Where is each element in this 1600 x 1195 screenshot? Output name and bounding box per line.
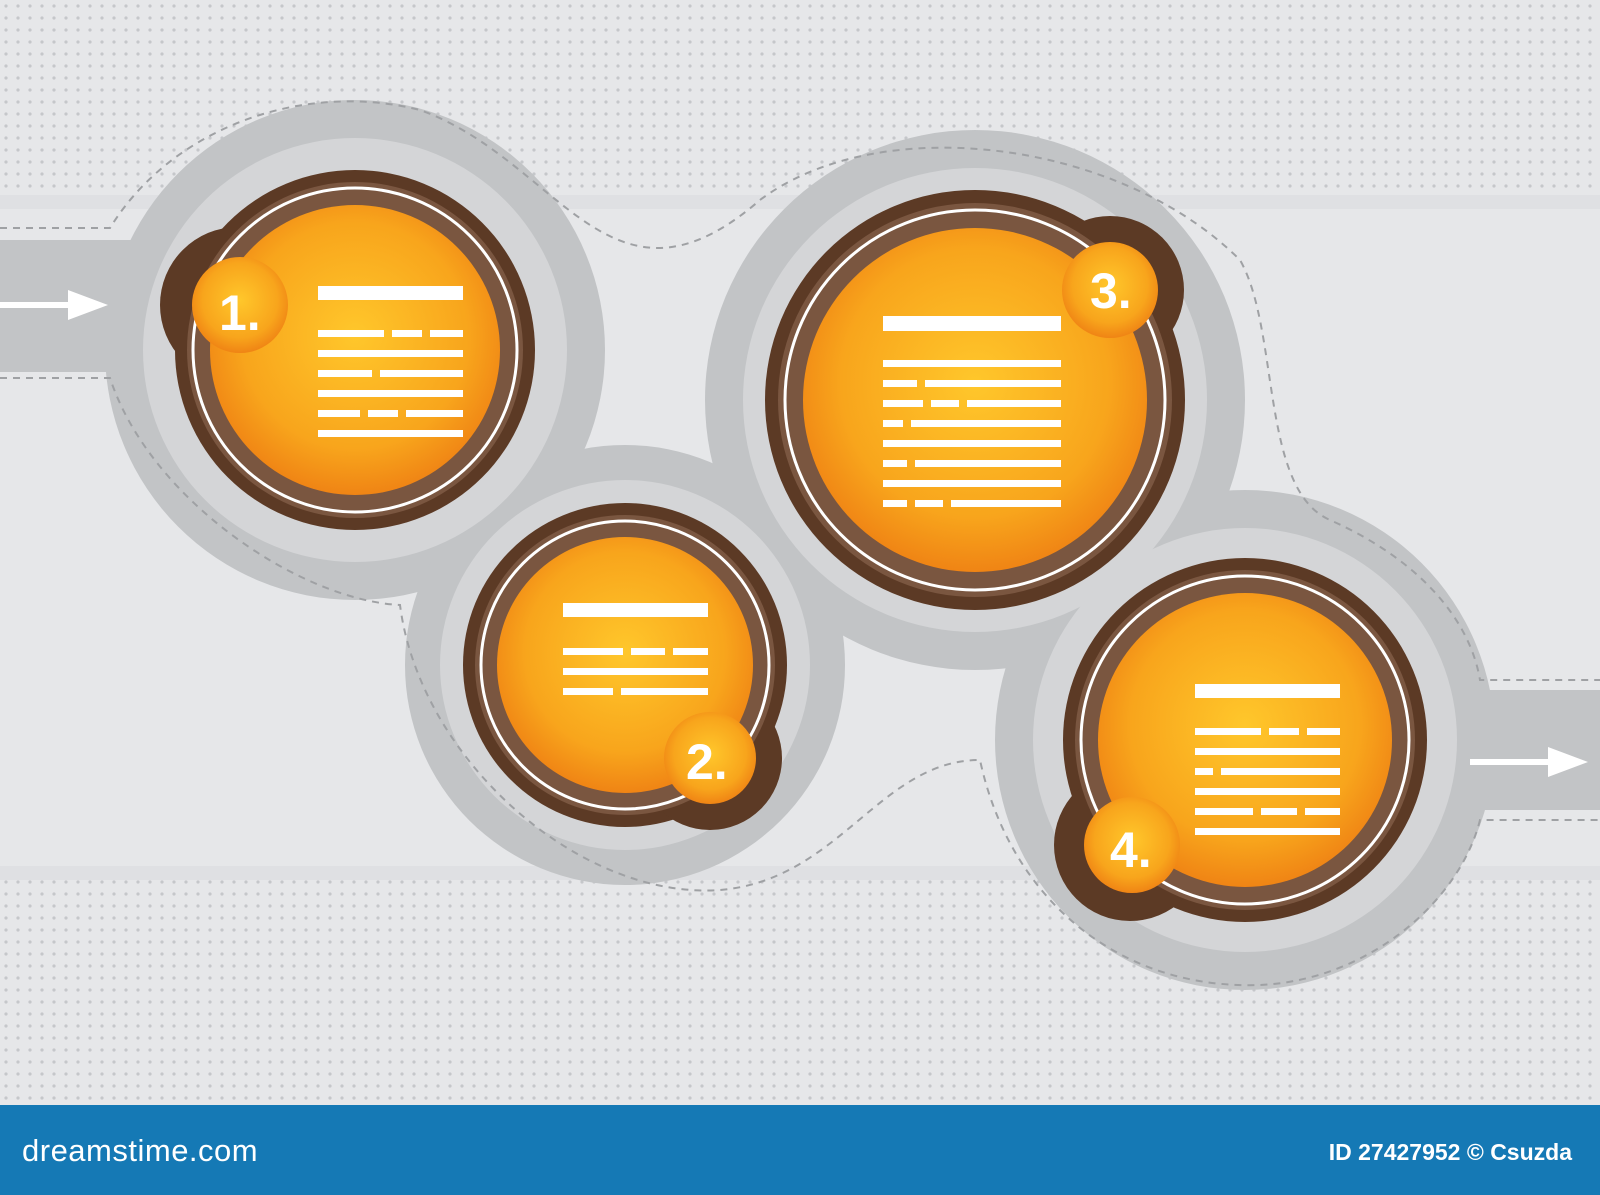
- step-number: 1.: [219, 285, 261, 341]
- footer-bar: dreamstime.com ID 27427952 © Csuzda: [0, 1105, 1600, 1195]
- text-placeholder: [1195, 684, 1340, 835]
- brand-text: dreamstime.com: [22, 1133, 259, 1168]
- step-1: 1.: [160, 170, 535, 530]
- step-number: 3.: [1090, 263, 1132, 319]
- step-number: 4.: [1110, 822, 1152, 878]
- arrow-right-icon: [0, 290, 108, 320]
- image-credit: ID 27427952 © Csuzda: [1328, 1139, 1572, 1165]
- text-placeholder: [883, 316, 1061, 507]
- text-placeholder: [563, 603, 708, 695]
- step-3: 3.: [765, 190, 1185, 610]
- step-diagram: 1. 2. 3.: [0, 0, 1600, 1105]
- step-number: 2.: [686, 734, 728, 790]
- text-placeholder: [318, 286, 463, 437]
- arrow-right-icon: [1470, 747, 1588, 777]
- step-4: 4.: [1054, 558, 1427, 922]
- step-2: 2.: [463, 503, 787, 830]
